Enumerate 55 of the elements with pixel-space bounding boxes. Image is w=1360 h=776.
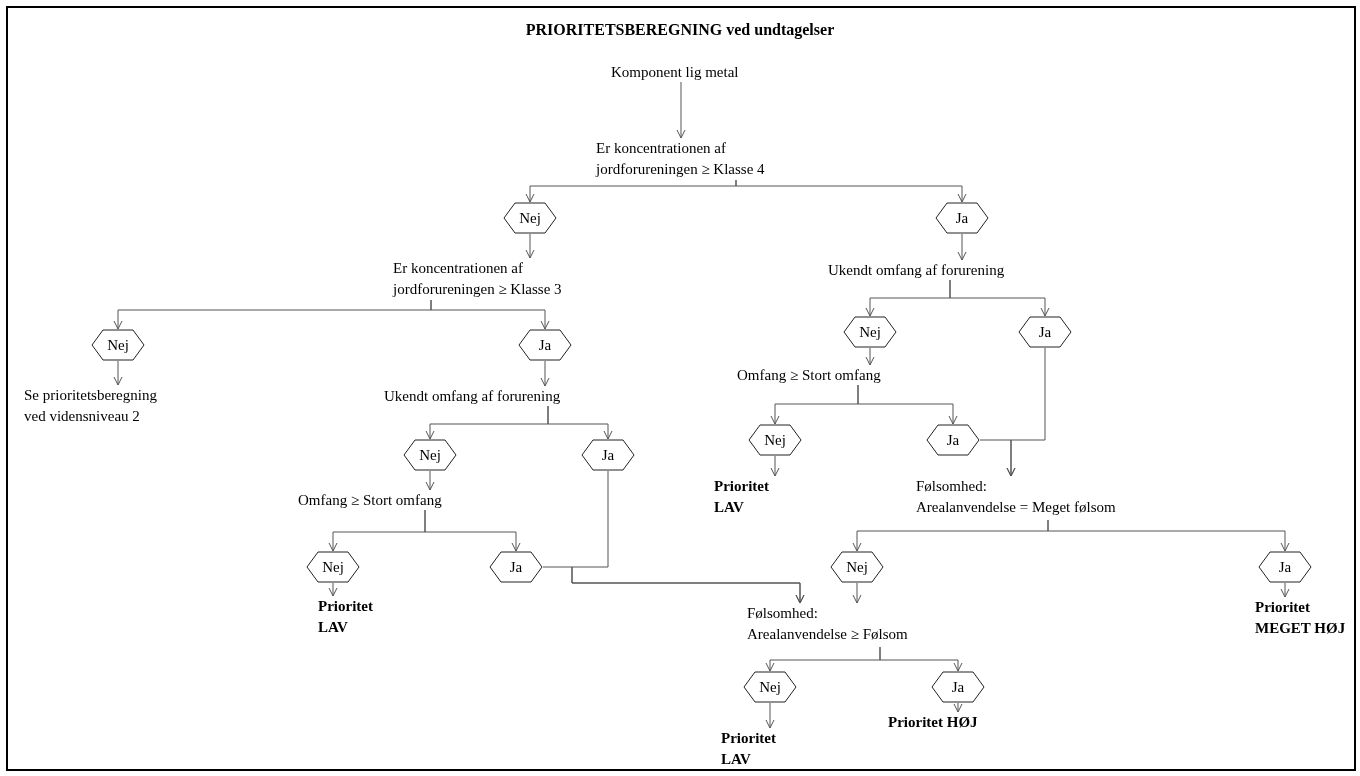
decision-hexagon: Nej	[306, 551, 360, 583]
arrow	[525, 233, 535, 259]
decision-hexagon: Nej	[843, 316, 897, 348]
arrow	[953, 702, 963, 713]
decision-hexagon: Ja	[1018, 316, 1072, 348]
decision-hexagon: Nej	[91, 329, 145, 361]
arrow	[547, 405, 613, 440]
decision-hexagon: Nej	[830, 551, 884, 583]
step-text: Omfang ≥ Stort omfang	[737, 365, 937, 386]
decision-hexagon: Ja	[931, 671, 985, 703]
step-text: Se prioritetsberegning ved vidensniveau 2	[24, 385, 174, 427]
arrow	[113, 360, 123, 386]
arrow	[770, 455, 780, 477]
decision-hexagon: Ja	[926, 424, 980, 456]
arrow	[328, 582, 338, 597]
arrow	[857, 384, 958, 425]
decision-hexagon: Nej	[403, 439, 457, 471]
arrow	[1280, 582, 1290, 598]
arrow	[979, 439, 1016, 477]
arrow	[571, 470, 805, 604]
decision-hexagon: Ja	[581, 439, 635, 471]
arrow	[735, 179, 967, 203]
arrow	[765, 702, 775, 729]
arrow	[430, 299, 550, 330]
diagram-title: PRIORITETSBEREGNING ved undtagelser	[524, 20, 836, 41]
arrow	[949, 279, 1050, 317]
step-text: Er koncentrationen af jordforureningen ≥ Klasse 4	[596, 138, 808, 180]
arrow	[865, 347, 875, 366]
step-text: Følsomhed: Arealanvendelse ≥ Følsom	[747, 603, 977, 647]
arrow	[1047, 519, 1290, 552]
arrow	[879, 646, 963, 672]
decision-hexagon: Ja	[935, 202, 989, 234]
step-text: Ukendt omfang af forurening	[828, 260, 1048, 281]
arrow	[676, 81, 686, 139]
decision-hexagon: Nej	[743, 671, 797, 703]
decision-hexagon: Ja	[518, 329, 572, 361]
step-text: Er koncentrationen af jordforureningen ≥ Klasse 3	[393, 258, 605, 300]
arrow	[957, 233, 967, 261]
result-text: Prioritet HØJ	[888, 712, 1018, 733]
decision-hexagon: Ja	[489, 551, 543, 583]
arrow	[540, 360, 550, 387]
result-text: Prioritet LAV	[721, 728, 801, 770]
result-text: Prioritet LAV	[318, 596, 398, 638]
step-text: Følsomhed: Arealanvendelse = Meget følsom	[916, 476, 1176, 520]
step-text: Ukendt omfang af forurening	[384, 386, 659, 407]
arrow	[424, 509, 521, 552]
step-text: Komponent lig metal	[611, 62, 751, 83]
result-text: Prioritet LAV	[714, 476, 794, 518]
step-text: Omfang ≥ Stort omfang	[298, 490, 498, 511]
result-text: Prioritet MEGET HØJ	[1255, 597, 1350, 639]
decision-hexagon: Ja	[1258, 551, 1312, 583]
arrow	[425, 470, 435, 491]
decision-hexagon: Nej	[503, 202, 557, 234]
decision-hexagon: Nej	[748, 424, 802, 456]
arrow	[852, 582, 862, 604]
